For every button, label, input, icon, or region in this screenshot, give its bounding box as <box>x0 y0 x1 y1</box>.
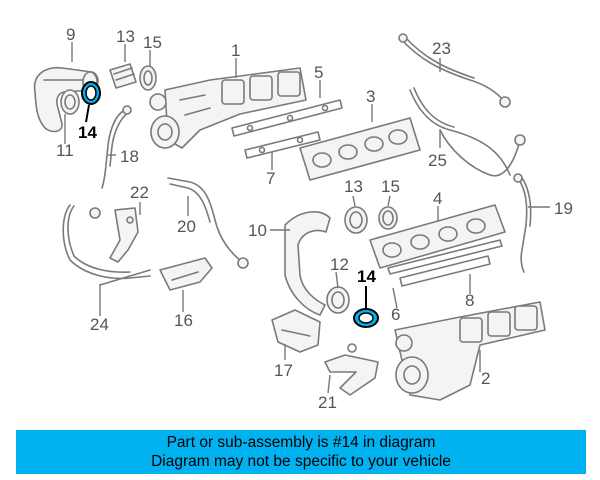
callout-11: 11 <box>56 141 74 160</box>
callout-23: 23 <box>432 39 451 58</box>
banner-line-2: Diagram may not be specific to your vehi… <box>151 453 451 470</box>
part-8-gasket[interactable] <box>399 255 491 287</box>
part-15-ring-lower[interactable] <box>378 206 398 230</box>
callout-13-top: 13 <box>116 27 135 46</box>
callout-14-lower-highlighted: 14 <box>357 267 376 286</box>
part-15-gasket-ring[interactable] <box>139 65 157 91</box>
callout-7: 7 <box>266 169 275 188</box>
callout-13-lower: 13 <box>344 177 363 196</box>
callout-25: 25 <box>428 151 447 170</box>
callout-18: 18 <box>120 147 139 166</box>
callout-14-top-highlighted: 14 <box>78 123 97 142</box>
callout-16: 16 <box>174 311 193 330</box>
part-12-clamp[interactable] <box>326 286 350 314</box>
part-21-bracket[interactable] <box>324 343 379 396</box>
part-11-clamp[interactable] <box>60 89 80 115</box>
part-24-line[interactable] <box>62 204 151 286</box>
callout-21: 21 <box>318 393 337 412</box>
banner-line-1: Part or sub-assembly is #14 in diagram <box>166 434 436 451</box>
part-23-oil-line[interactable] <box>398 33 511 108</box>
part-4-heat-shield[interactable] <box>369 204 506 269</box>
part-2-turbocharger[interactable] <box>394 301 546 401</box>
callout-10: 10 <box>248 221 267 240</box>
callout-15-top: 15 <box>143 33 162 52</box>
callout-3: 3 <box>366 87 375 106</box>
callout-4: 4 <box>433 189 442 208</box>
part-14-seal-ring-highlighted[interactable] <box>81 81 101 105</box>
part-17-heat-shield[interactable] <box>271 309 321 353</box>
callout-9: 9 <box>66 25 75 44</box>
callout-20: 20 <box>177 217 196 236</box>
callout-8: 8 <box>465 291 474 310</box>
part-3-heat-shield[interactable] <box>299 117 421 181</box>
part-16-shield[interactable] <box>159 257 213 291</box>
callout-22: 22 <box>130 183 149 202</box>
callout-17: 17 <box>274 361 293 380</box>
part-1-turbocharger[interactable] <box>149 67 307 149</box>
part-25-oil-line[interactable] <box>409 87 526 177</box>
part-19-line[interactable] <box>513 173 532 273</box>
callout-15-lower: 15 <box>381 177 400 196</box>
leader-lines <box>64 42 550 394</box>
part-5-gasket[interactable] <box>231 99 343 137</box>
callout-12: 12 <box>330 255 349 274</box>
part-20-line[interactable] <box>167 177 249 269</box>
callout-1: 1 <box>231 41 240 60</box>
part-22-bracket[interactable] <box>109 207 139 263</box>
part-13-coupling-lower[interactable] <box>344 206 368 234</box>
part-13-hose-coupling[interactable] <box>109 63 137 89</box>
part-7-gasket[interactable] <box>244 131 321 159</box>
part-14-seal-ring-highlighted-lower[interactable] <box>353 308 379 328</box>
callout-labels: 1 2 3 4 5 6 7 8 9 10 11 12 13 13 14 14 1… <box>56 25 573 412</box>
callout-5: 5 <box>314 63 323 82</box>
parts-diagram: 1 2 3 4 5 6 7 8 9 10 11 12 13 13 14 14 1… <box>33 25 573 412</box>
part-6-gasket[interactable] <box>387 239 503 275</box>
info-banner: Part or sub-assembly is #14 in diagram D… <box>16 430 586 474</box>
callout-6: 6 <box>391 305 400 324</box>
part-10-hose[interactable] <box>284 211 331 316</box>
part-18-pipe[interactable] <box>101 105 132 189</box>
callout-19: 19 <box>554 199 573 218</box>
callout-2: 2 <box>481 369 490 388</box>
callout-24: 24 <box>90 315 109 334</box>
